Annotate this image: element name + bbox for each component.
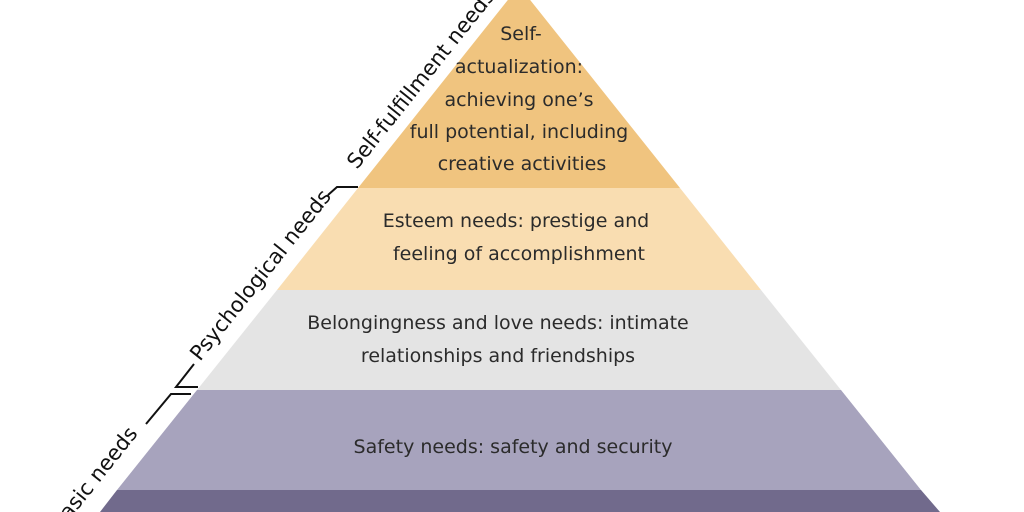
belongingness-line-2: relationships and friendships bbox=[361, 345, 635, 367]
level-self-actualization bbox=[358, 0, 680, 188]
self-actualization-line-2: actualization: bbox=[455, 56, 583, 78]
belongingness-line-1: Belongingness and love needs: intimate bbox=[307, 312, 689, 334]
self-actualization-line-5: creative activities bbox=[438, 153, 607, 175]
level-physiological bbox=[100, 490, 940, 512]
group-brackets bbox=[145, 186, 358, 425]
self-actualization-line-4: full potential, including bbox=[410, 121, 628, 143]
esteem-line-1: Esteem needs: prestige and bbox=[383, 210, 649, 232]
level-esteem bbox=[277, 188, 761, 290]
esteem-line-2: feeling of accomplishment bbox=[393, 243, 645, 265]
level-belongingness bbox=[197, 290, 841, 390]
self-actualization-line-1: Self- bbox=[500, 23, 542, 45]
safety-line-1: Safety needs: safety and security bbox=[354, 436, 673, 458]
self-actualization-line-3: achieving one’s bbox=[444, 89, 593, 111]
level-safety bbox=[117, 390, 921, 490]
